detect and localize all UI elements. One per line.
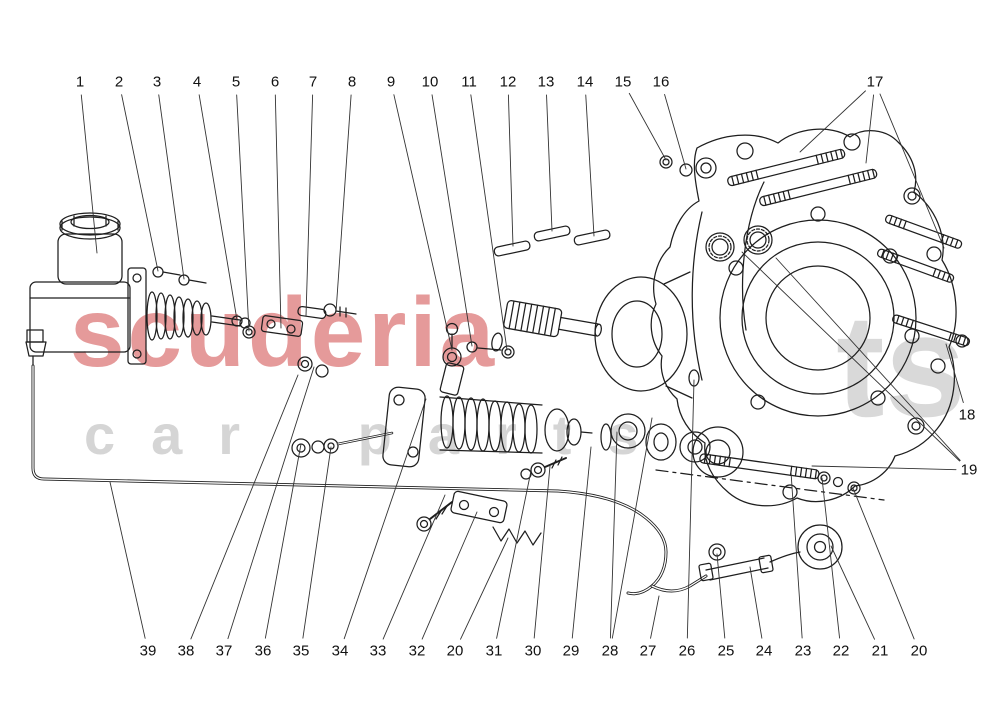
clevis-bracket [231,303,357,378]
watermark-subtitle: car parts [84,403,675,466]
watermark-fragment: ts [836,284,966,447]
housing-nut-washer [659,155,693,177]
watermark-title: scuderia [70,277,498,387]
slave-cylinder [291,322,593,468]
pipe-bracket [416,456,567,546]
flexible-hose [698,524,843,582]
leader-lines [80,90,964,640]
master-cylinder [25,212,251,367]
bellhousing [594,128,957,507]
axis-line [655,469,885,501]
studs [698,147,971,495]
input-shaft [491,225,611,352]
mounting-bolts [152,266,207,286]
clutch-pipe [31,364,708,596]
